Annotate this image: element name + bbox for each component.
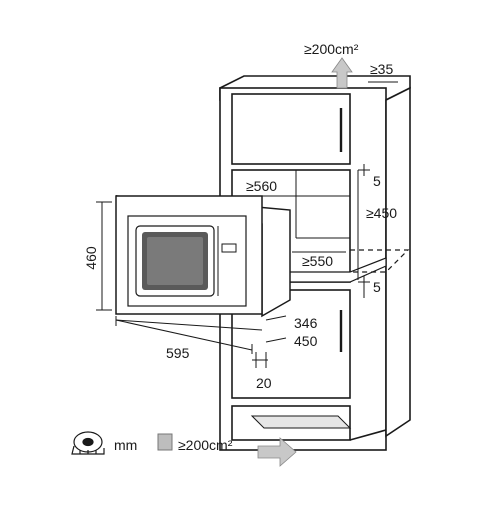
label-depth-total: 450: [294, 333, 318, 349]
dim-line-width: [115, 319, 253, 351]
up-arrow-icon: [331, 57, 353, 89]
right-arrow-icon: [257, 437, 297, 467]
plinth-vent-slot: [250, 415, 352, 429]
control-display: [221, 243, 237, 253]
label-front-offset: 20: [256, 375, 272, 391]
label-niche-depth: ≥550: [302, 253, 333, 269]
label-depth-body: 346: [294, 315, 318, 331]
dim-line-depth-total: [265, 337, 287, 343]
microwave-bottom-trim: [115, 319, 263, 331]
cabinet-base-line: [349, 429, 387, 441]
plinth: [231, 405, 351, 441]
label-niche-height: ≥450: [366, 205, 397, 221]
upper-door: [231, 93, 351, 165]
legend-vent-label: ≥200cm²: [178, 437, 233, 453]
dimension-labels: ≥200cm² ≥35 ≥560 5 ≥450 ≥550 5 460 595 3…: [83, 41, 397, 391]
legend-unit-label: mm: [114, 437, 137, 453]
lower-door: [231, 289, 351, 399]
label-niche-width: ≥560: [246, 178, 277, 194]
top-vent-arrow: [331, 57, 353, 89]
legend: mm ≥200cm²: [71, 431, 233, 455]
microwave-appliance: [115, 195, 291, 331]
bottom-vent-arrow: [257, 437, 297, 467]
label-top-clearance: ≥35: [370, 61, 393, 77]
cabinet-side: [385, 86, 411, 438]
dim-line-depth-body: [265, 315, 287, 321]
tape-measure-icon: [71, 431, 105, 455]
label-appliance-height: 460: [83, 246, 99, 270]
label-gap-top: 5: [373, 173, 381, 189]
label-appliance-width: 595: [166, 345, 190, 361]
label-top-vent-area: ≥200cm²: [304, 41, 359, 57]
label-gap-bottom: 5: [373, 279, 381, 295]
microwave-window-glare: [147, 237, 203, 285]
vent-area-swatch-icon: [157, 433, 173, 451]
dimension-lines: [96, 81, 398, 368]
shelf-depth-dashed: [350, 249, 410, 273]
